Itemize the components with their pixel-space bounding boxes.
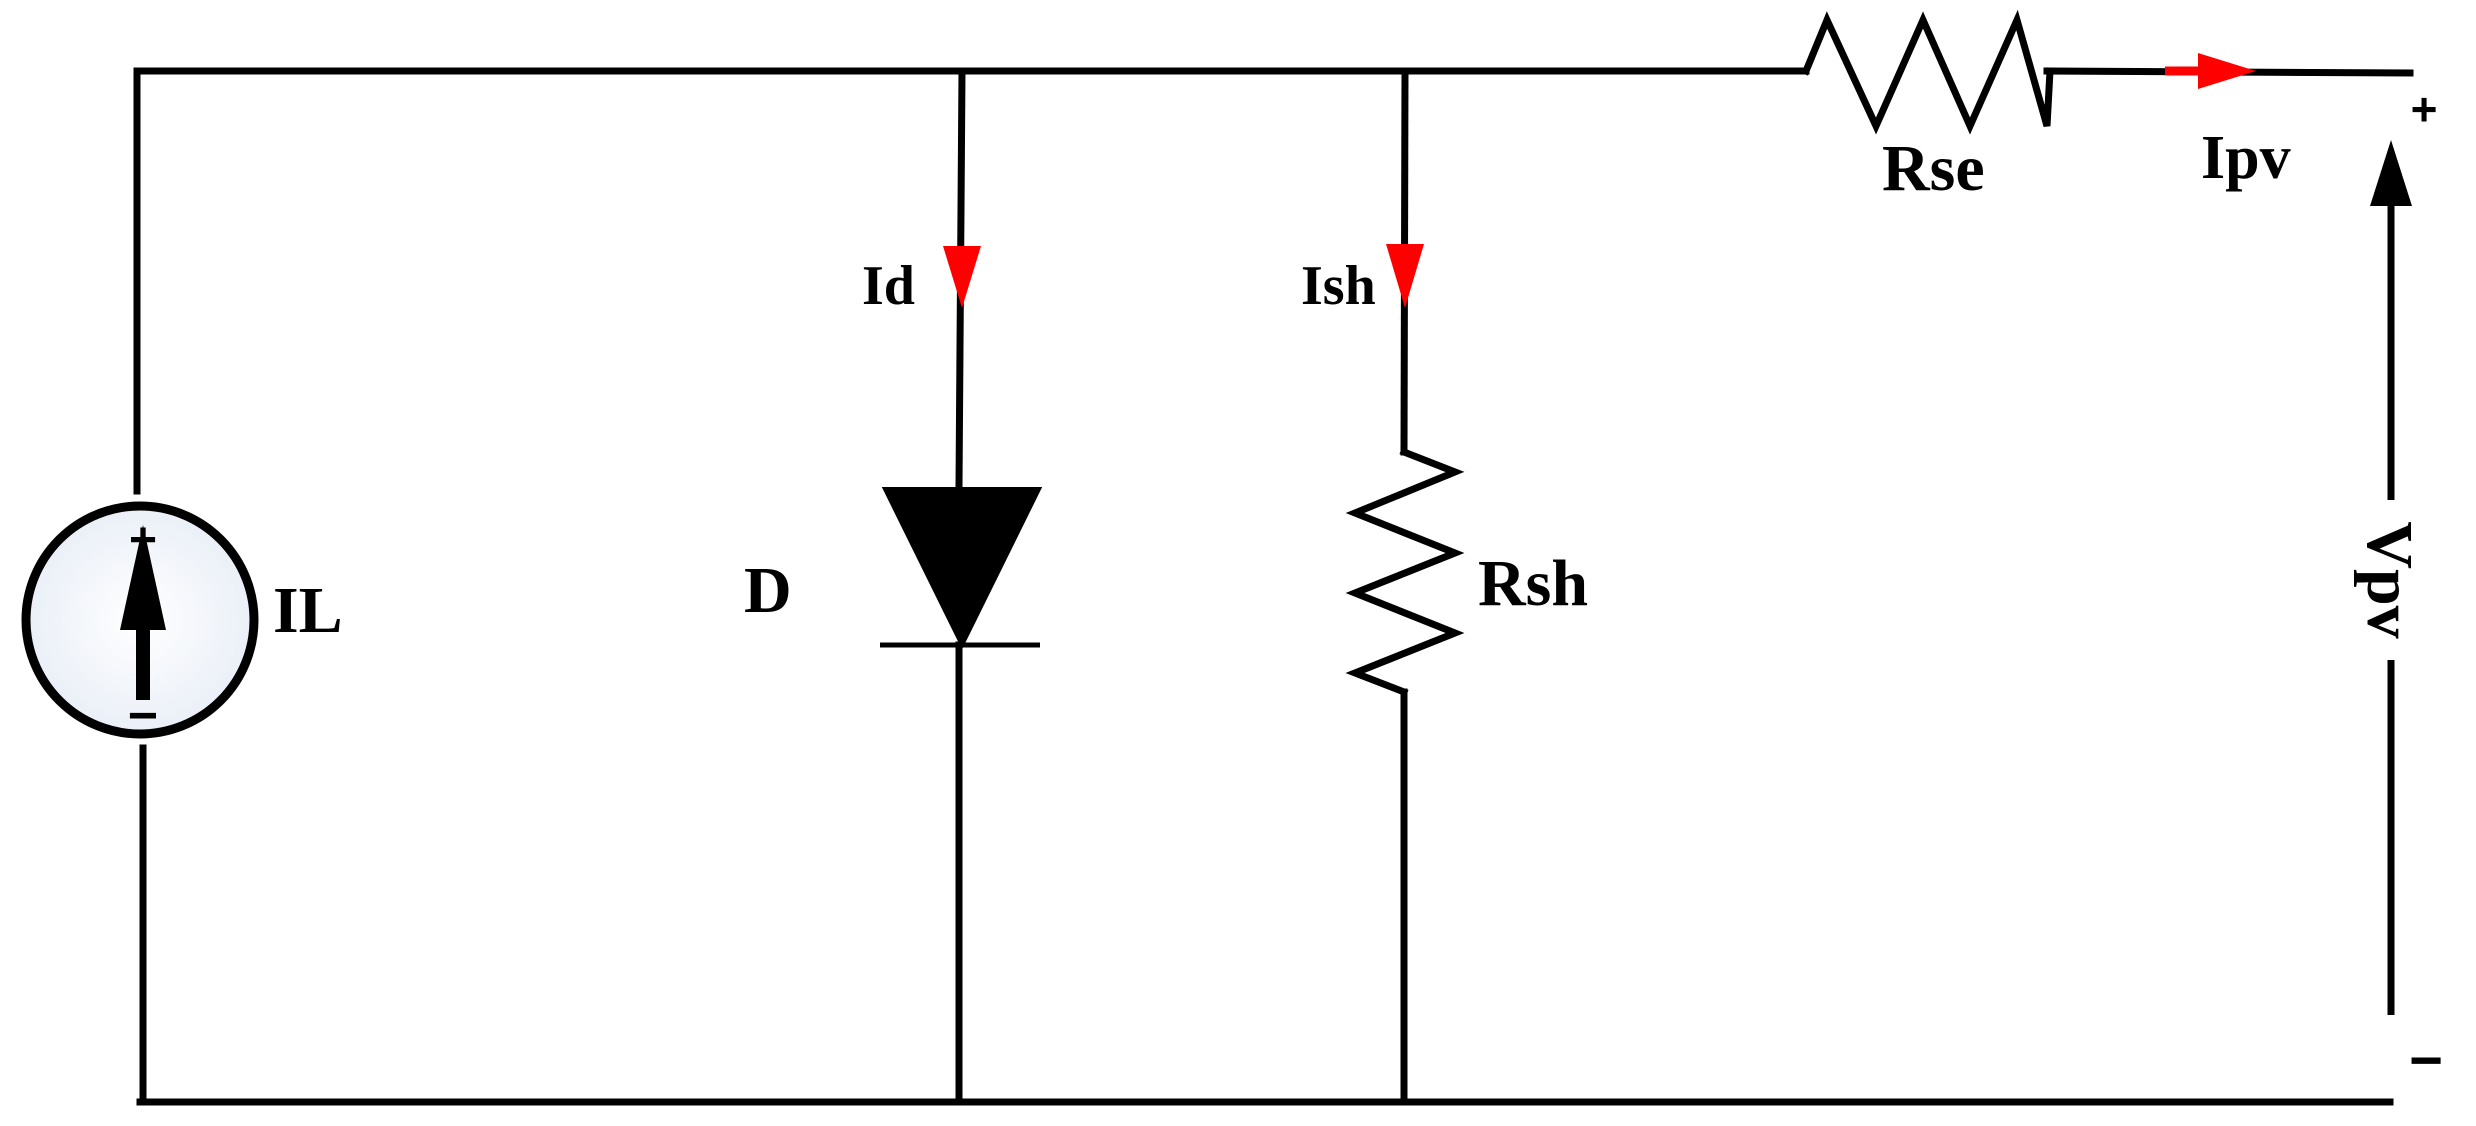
terminal-plus-sign: +	[2411, 83, 2438, 135]
source-arrow-head	[120, 525, 166, 630]
series-resistor-label: Rse	[1882, 132, 1985, 205]
current-source: + −	[21, 501, 259, 745]
current-source-label: IL	[273, 574, 343, 647]
diode	[880, 487, 1043, 650]
shunt-current-label: Ish	[1301, 255, 1376, 317]
shunt-current-arrow	[1386, 244, 1424, 308]
output-current-label: Ipv	[2201, 124, 2291, 192]
diode-current-label: Id	[862, 255, 915, 317]
output-current-arrow	[2198, 53, 2256, 89]
source-minus-sign: −	[128, 687, 158, 745]
output-voltage-label: Vpv	[2353, 521, 2426, 638]
series-resistor-icon	[1801, 9, 2054, 135]
diode-label: D	[744, 554, 792, 627]
voltage-label-bg	[2362, 500, 2420, 660]
shunt-resistor-label: Rsh	[1478, 547, 1588, 620]
resistor-icon	[1345, 447, 1465, 697]
diode-current-arrow	[943, 246, 981, 308]
circuit-wires	[133, 67, 2414, 1106]
source-plus-sign: +	[129, 514, 157, 567]
diode-icon	[881, 487, 1043, 650]
terminal-minus-sign: −	[2409, 1028, 2443, 1093]
voltage-arrow-head	[2370, 140, 2412, 206]
